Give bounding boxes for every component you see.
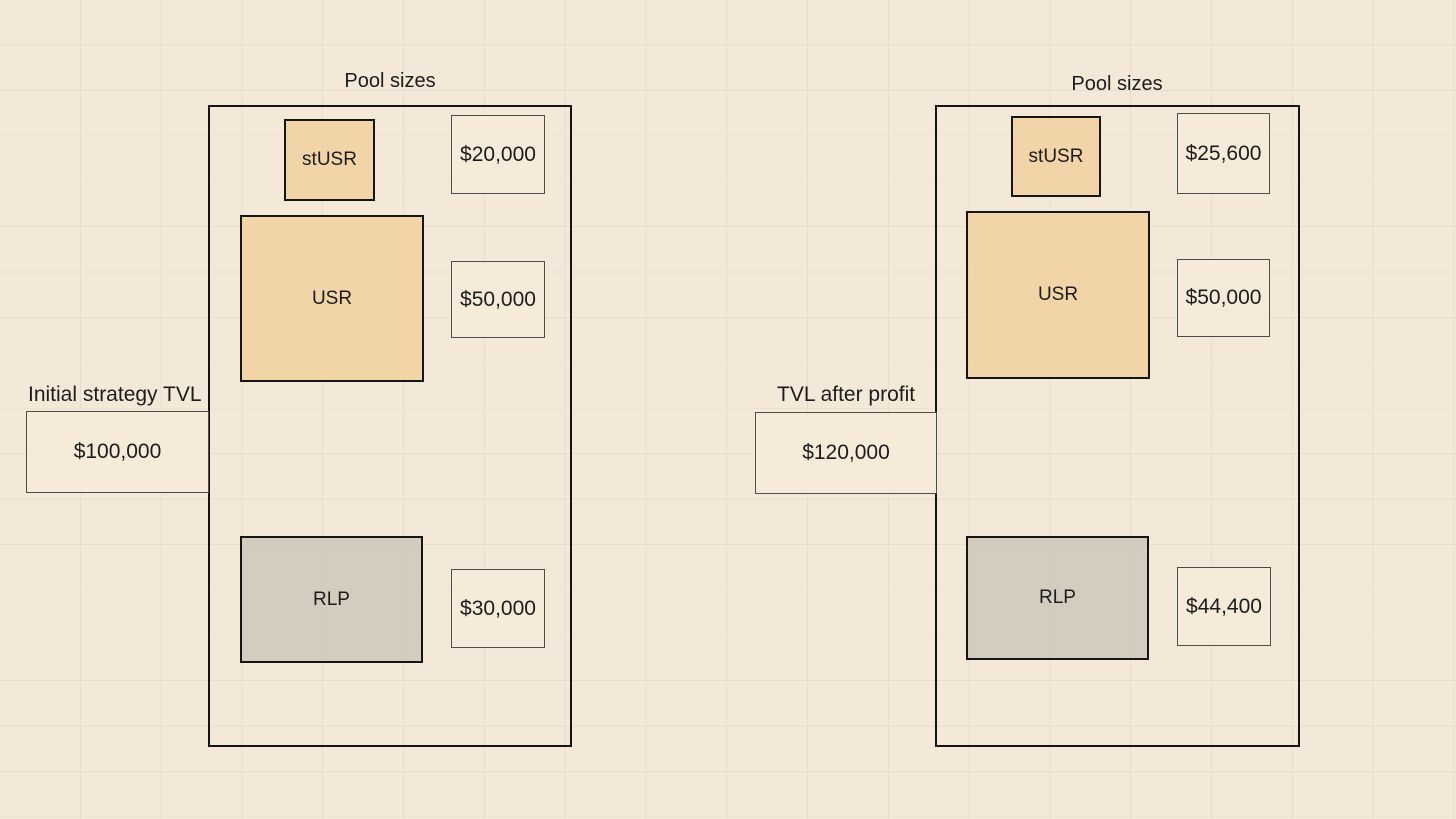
pool-box-usr: USR bbox=[966, 211, 1150, 379]
initial-tvl-value-box: $100,000 bbox=[26, 411, 209, 493]
initial-tvl-value: $100,000 bbox=[73, 440, 162, 463]
pool-box-usr: USR bbox=[240, 215, 424, 382]
pool-label-rlp: RLP bbox=[313, 588, 350, 610]
pool-value-rlp: $30,000 bbox=[460, 596, 536, 620]
pool-sizes-title: Pool sizes bbox=[344, 70, 436, 92]
pool-value-stusr: $20,000 bbox=[460, 142, 536, 166]
pool-value-box-stusr: $25,600 bbox=[1177, 113, 1270, 194]
pool-value-box-rlp: $30,000 bbox=[451, 569, 545, 648]
pool-value-usr: $50,000 bbox=[460, 287, 536, 311]
pool-box-rlp: RLP bbox=[966, 536, 1149, 660]
pool-label-rlp: RLP bbox=[1039, 587, 1076, 608]
pool-label-stusr: stUSR bbox=[1028, 145, 1084, 167]
after-profit-tvl-label: TVL after profit bbox=[777, 383, 916, 406]
pool-value-box-rlp: $44,400 bbox=[1177, 567, 1271, 646]
pool-value-stusr: $25,600 bbox=[1185, 141, 1262, 165]
pool-sizes-title: Pool sizes bbox=[1071, 73, 1163, 95]
after-profit-tvl-value: $120,000 bbox=[802, 441, 890, 464]
initial-tvl-label: Initial strategy TVL bbox=[28, 383, 202, 406]
after-profit-tvl-value-box: $120,000 bbox=[755, 412, 937, 494]
pool-container bbox=[208, 105, 572, 747]
pool-label-usr: USR bbox=[311, 287, 353, 309]
pool-box-rlp: RLP bbox=[240, 536, 423, 663]
pool-box-stusr: stUSR bbox=[1011, 116, 1101, 197]
pool-box-stusr: stUSR bbox=[284, 119, 375, 201]
pool-value-box-stusr: $20,000 bbox=[451, 115, 545, 194]
pool-value-rlp: $44,400 bbox=[1186, 594, 1262, 618]
pool-value-usr: $50,000 bbox=[1185, 286, 1262, 309]
pool-value-box-usr: $50,000 bbox=[1177, 259, 1270, 337]
pool-label-usr: USR bbox=[1037, 284, 1079, 305]
pool-value-box-usr: $50,000 bbox=[451, 261, 545, 338]
pool-label-stusr: stUSR bbox=[302, 149, 357, 170]
